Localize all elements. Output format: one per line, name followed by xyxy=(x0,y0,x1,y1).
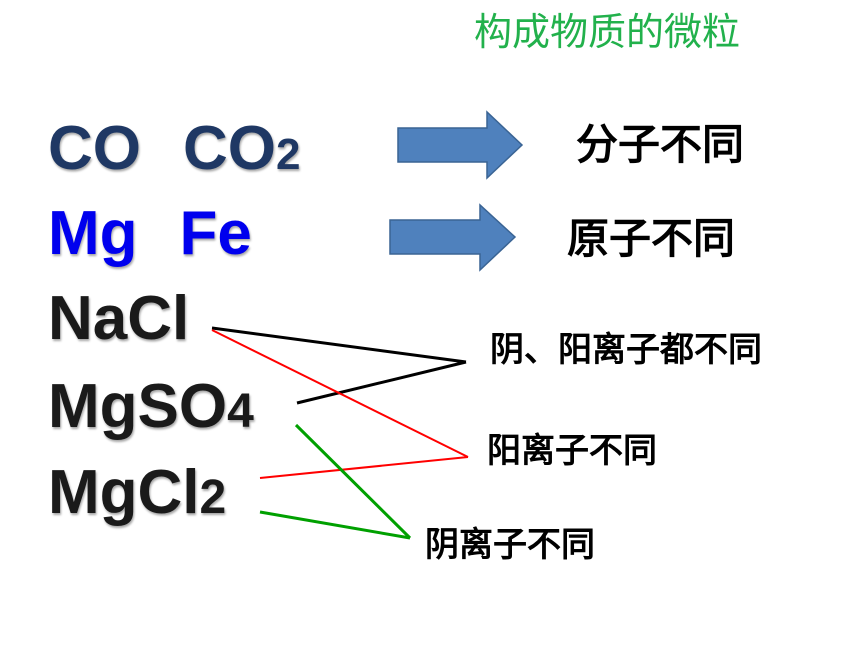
connector-mgcl2-anion xyxy=(259,510,411,540)
right-arrow-icon xyxy=(389,203,517,272)
label-both-ions-diff: 阴、阳离子都不同 xyxy=(490,330,762,370)
label-molecule-diff: 分子不同 xyxy=(576,120,745,169)
connector-mgso4-both-ions xyxy=(296,360,467,405)
label-cation-diff: 阳离子不同 xyxy=(487,431,657,471)
right-arrow-icon xyxy=(397,110,524,180)
connector-mgcl2-cation xyxy=(259,456,469,479)
connector-nacl-cation xyxy=(211,329,469,458)
formula-mgso4: MgSO4 xyxy=(48,376,254,438)
formula-mg: Mg xyxy=(48,199,138,268)
formula-co: CO xyxy=(48,114,141,183)
formula-mgso4-main: MgSO xyxy=(48,372,228,441)
formula-fe: Fe xyxy=(179,199,252,268)
label-atom-diff: 原子不同 xyxy=(567,214,736,263)
formula-co2: CO xyxy=(183,114,276,183)
slide-title: 构成物质的微粒 xyxy=(474,10,741,54)
formula-mgcl2-main: MgCl xyxy=(48,458,200,527)
formula-mgso4-subscript: 4 xyxy=(227,385,254,438)
formula-mgcl2: MgCl2 xyxy=(48,462,226,524)
formula-nacl: NaCl xyxy=(48,284,190,353)
connector-nacl-both-ions xyxy=(211,326,467,364)
formula-co2-subscript: 2 xyxy=(276,130,301,179)
formula-mgcl2-subscript: 2 xyxy=(199,471,227,524)
label-anion-diff: 阴离子不同 xyxy=(425,525,595,565)
connector-mgso4-anion xyxy=(294,423,412,540)
